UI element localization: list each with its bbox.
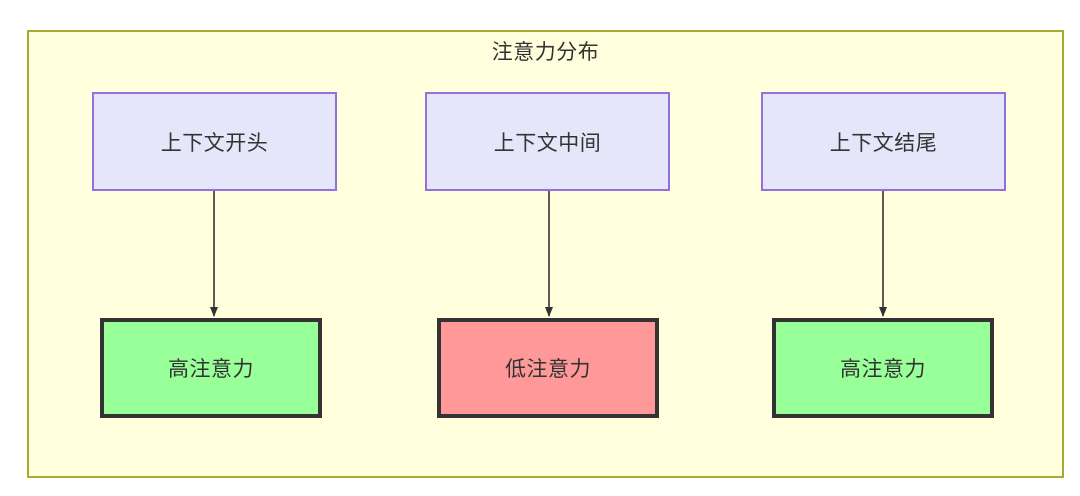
node-context-start-label: 上下文开头	[160, 131, 269, 155]
node-attention-high-end-label: 高注意力	[840, 358, 926, 381]
node-attention-high-start[interactable]: 高注意力	[100, 318, 322, 418]
node-attention-low-middle-label: 低注意力	[505, 358, 591, 381]
node-context-middle[interactable]: 上下文中间	[425, 92, 670, 191]
subgraph-title: 注意力分布	[491, 41, 600, 64]
node-attention-high-start-label: 高注意力	[168, 358, 254, 381]
node-attention-low-middle[interactable]: 低注意力	[437, 318, 659, 418]
node-context-middle-label: 上下文中间	[493, 131, 602, 155]
node-context-end[interactable]: 上下文结尾	[761, 92, 1006, 191]
node-context-end-label: 上下文结尾	[829, 131, 938, 155]
node-context-start[interactable]: 上下文开头	[92, 92, 337, 191]
node-attention-high-end[interactable]: 高注意力	[772, 318, 994, 418]
